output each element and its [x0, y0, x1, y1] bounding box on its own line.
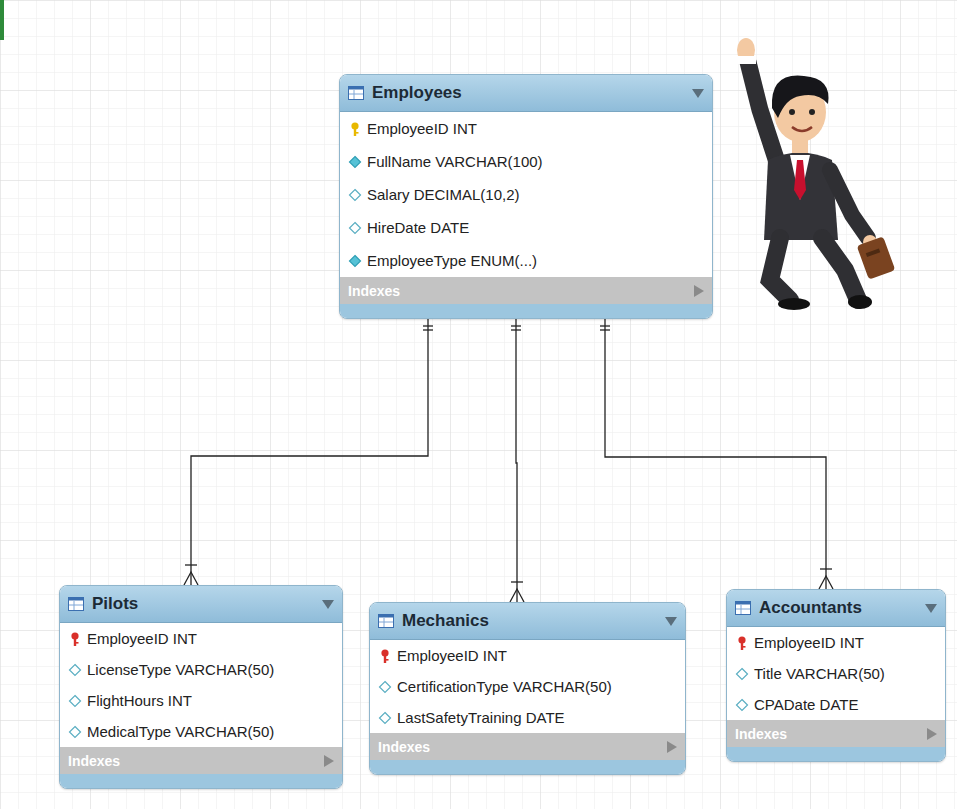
column-row: CPADate DATE	[727, 689, 945, 720]
column-icon	[68, 694, 82, 708]
column-row: HireDate DATE	[340, 211, 712, 244]
column-row: FullName VARCHAR(100)	[340, 145, 712, 178]
table-footer	[370, 760, 685, 774]
collapse-triangle	[925, 603, 937, 613]
key-icon	[68, 632, 82, 646]
table-box: AccountantsEmployeeID INT Title VARCHAR(5…	[726, 589, 946, 762]
column-icon	[348, 254, 362, 268]
table-title: Pilots	[92, 594, 322, 614]
table-header: Mechanics	[370, 603, 685, 640]
key-icon	[378, 649, 392, 663]
column-text: EmployeeID INT	[367, 120, 477, 137]
relationship-connector	[184, 319, 433, 585]
key-icon	[735, 636, 749, 650]
column-row: Salary DECIMAL(10,2)	[340, 178, 712, 211]
column-icon	[735, 698, 749, 712]
column-row: FlightHours INT	[60, 685, 342, 716]
table-box: EmployeesEmployeeID INT FullName VARCHAR(…	[339, 74, 713, 319]
column-text: LicenseType VARCHAR(50)	[87, 661, 274, 678]
column-row: LastSafetyTraining DATE	[370, 702, 685, 733]
column-icon	[68, 725, 82, 739]
column-text: CPADate DATE	[754, 696, 858, 713]
column-row: Title VARCHAR(50)	[727, 658, 945, 689]
table-icon	[378, 614, 394, 628]
column-text: EmployeeID INT	[754, 634, 864, 651]
column-text: EmployeeID INT	[87, 630, 197, 647]
key-icon	[348, 122, 362, 136]
column-text: Title VARCHAR(50)	[754, 665, 885, 682]
column-text: LastSafetyTraining DATE	[397, 709, 565, 726]
column-icon	[68, 663, 82, 677]
column-row: EmployeeID INT	[727, 627, 945, 658]
relationship-connector	[510, 319, 524, 602]
indexes-label: Indexes	[378, 739, 667, 755]
expand-triangle	[667, 741, 677, 753]
table-footer	[727, 747, 945, 761]
indexes-label: Indexes	[348, 283, 694, 299]
column-text: EmployeeType ENUM(...)	[367, 252, 537, 269]
column-icon	[378, 680, 392, 694]
column-icon	[348, 221, 362, 235]
indexes-label: Indexes	[735, 726, 927, 742]
relationship-connector	[600, 319, 833, 589]
table-header: Pilots	[60, 586, 342, 623]
column-text: EmployeeID INT	[397, 647, 507, 664]
table-footer	[340, 304, 712, 318]
column-icon	[348, 188, 362, 202]
indexes-bar: Indexes	[370, 733, 685, 760]
column-row: EmployeeID INT	[340, 112, 712, 145]
collapse-triangle	[692, 88, 704, 98]
column-icon	[735, 667, 749, 681]
column-row: EmployeeID INT	[370, 640, 685, 671]
column-text: FlightHours INT	[87, 692, 192, 709]
column-row: EmployeeID INT	[60, 623, 342, 654]
column-text: Salary DECIMAL(10,2)	[367, 186, 520, 203]
indexes-label: Indexes	[68, 753, 324, 769]
column-icon	[348, 155, 362, 169]
column-text: FullName VARCHAR(100)	[367, 153, 543, 170]
expand-triangle	[324, 755, 334, 767]
table-header: Employees	[340, 75, 712, 112]
indexes-bar: Indexes	[60, 747, 342, 774]
column-row: EmployeeType ENUM(...)	[340, 244, 712, 277]
column-text: HireDate DATE	[367, 219, 469, 236]
table-footer	[60, 774, 342, 788]
indexes-bar: Indexes	[340, 277, 712, 304]
table-icon	[348, 86, 364, 100]
collapse-triangle	[665, 616, 677, 626]
table-title: Mechanics	[402, 611, 665, 631]
indexes-bar: Indexes	[727, 720, 945, 747]
table-icon	[735, 601, 751, 615]
column-icon	[378, 711, 392, 725]
table-title: Accountants	[759, 598, 925, 618]
table-box: PilotsEmployeeID INT LicenseType VARCHAR(…	[59, 585, 343, 789]
column-text: MedicalType VARCHAR(50)	[87, 723, 274, 740]
table-box: MechanicsEmployeeID INT CertificationType…	[369, 602, 686, 775]
table-icon	[68, 597, 84, 611]
column-row: CertificationType VARCHAR(50)	[370, 671, 685, 702]
column-text: CertificationType VARCHAR(50)	[397, 678, 612, 695]
column-row: LicenseType VARCHAR(50)	[60, 654, 342, 685]
table-header: Accountants	[727, 590, 945, 627]
table-title: Employees	[372, 83, 692, 103]
collapse-triangle	[322, 599, 334, 609]
expand-triangle	[694, 285, 704, 297]
expand-triangle	[927, 728, 937, 740]
column-row: MedicalType VARCHAR(50)	[60, 716, 342, 747]
